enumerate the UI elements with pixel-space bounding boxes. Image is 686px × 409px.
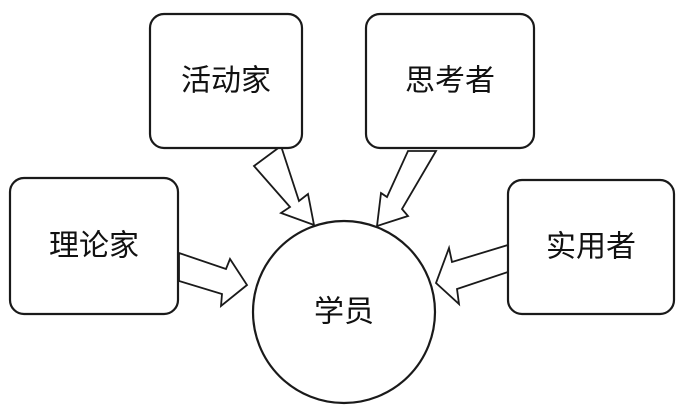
arrow-reflector-to-learner bbox=[375, 150, 438, 228]
node-theorist-label: 理论家 bbox=[49, 229, 139, 264]
node-activist: 活动家 bbox=[148, 12, 304, 150]
node-pragmatist-label: 实用者 bbox=[546, 230, 636, 265]
arrow-theorist-to-learner bbox=[178, 251, 249, 309]
node-pragmatist: 实用者 bbox=[506, 178, 676, 316]
node-reflector: 思考者 bbox=[364, 12, 536, 150]
node-learner-label: 学员 bbox=[314, 295, 374, 330]
node-activist-label: 活动家 bbox=[181, 64, 271, 99]
arrow-activist-to-learner bbox=[252, 144, 316, 227]
node-theorist: 理论家 bbox=[8, 176, 180, 316]
node-reflector-label: 思考者 bbox=[405, 64, 495, 99]
node-learner: 学员 bbox=[251, 219, 437, 405]
arrow-pragmatist-to-learner bbox=[434, 243, 509, 307]
